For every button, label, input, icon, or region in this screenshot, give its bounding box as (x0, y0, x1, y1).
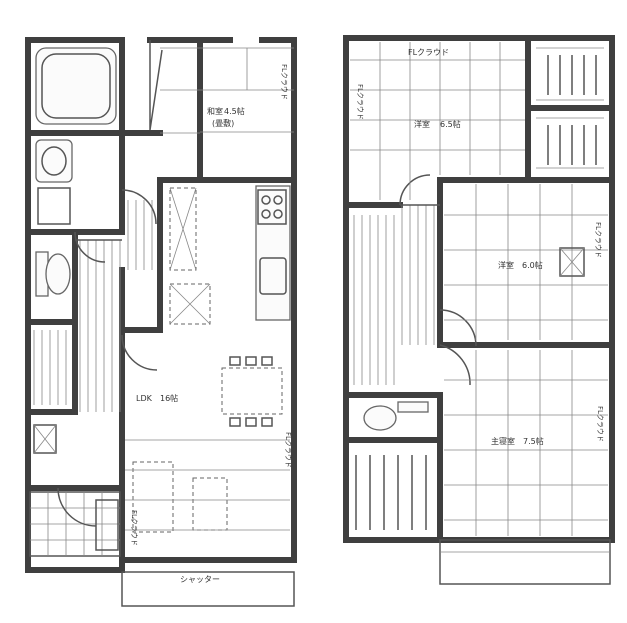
entrance-tiles (29, 491, 121, 557)
floor2-doors (399, 174, 477, 386)
floor2-toilet-tank (397, 401, 429, 413)
master-name: 主寝室 (491, 436, 515, 446)
kitchen (169, 185, 291, 325)
floor1-small-stair (33, 330, 67, 405)
toilet-bowl (45, 253, 71, 295)
floor2-plan: FLクラウド 洋室 6.5帖 洋室 6.0帖 主寝室 7.5帖 FLクラウド F… (343, 35, 615, 585)
floor2-closets (355, 47, 604, 530)
youshitsu-b-name: 洋室 (498, 260, 514, 270)
floor1-balcony-box (121, 571, 295, 607)
floor2-top-closet-label: FLクラウド (408, 48, 449, 57)
storage-cross (33, 424, 57, 454)
floor1-fl-label-2: FLクラウド (284, 432, 292, 468)
floor2-outer-wall (343, 35, 615, 543)
ldk-name: LDK (136, 394, 153, 403)
floor2-room-grids (350, 42, 608, 536)
wash-basin-bowl (41, 146, 67, 176)
floor2-fl-right: FLクラウド (596, 406, 604, 442)
shoe-cabinet (95, 499, 119, 551)
floor2-balcony (439, 539, 611, 585)
floor2-box-cross (559, 247, 585, 277)
floor1-fl-label-3: FLクラウド (130, 510, 138, 546)
floor1-fl-label-1: FLクラウド (280, 64, 288, 100)
floor2-fl-left: FLクラウド (356, 84, 364, 120)
master-size: 7.5帖 (523, 436, 544, 446)
washitsu-name: 和室 (207, 106, 223, 116)
floor1-outer-wall (25, 37, 297, 573)
floor1-stair (75, 200, 153, 412)
wash-basin (35, 139, 73, 183)
floor2-interior-walls (343, 35, 615, 543)
floor2-box-x (559, 247, 585, 277)
washing-machine (37, 187, 71, 225)
bathtub-inner (41, 53, 111, 119)
floor1-plan: 和室 4.5帖 (畳敷) LDK 16帖 FLクラウド FLクラウド FLクラウ… (25, 37, 297, 607)
bathtub (35, 47, 117, 125)
storage-box (33, 424, 57, 454)
ldk-size: 16帖 (160, 393, 178, 403)
ldk-furniture (125, 356, 290, 533)
floor1-bottom-label: シャッター (180, 575, 220, 584)
youshitsu-b-size: 6.0帖 (522, 260, 543, 270)
washitsu-note: (畳敷) (212, 118, 234, 128)
washitsu-size: 4.5帖 (224, 106, 245, 116)
washitsu-tatami (149, 40, 294, 134)
floor2-stair (353, 204, 440, 385)
youshitsu-a-name: 洋室 (414, 119, 430, 129)
youshitsu-a-size: 6.5帖 (440, 119, 461, 129)
floor1-doors (57, 189, 158, 527)
floor2-toilet-bowl (363, 405, 397, 431)
floor2-fl-mid: FLクラウド (594, 222, 602, 258)
